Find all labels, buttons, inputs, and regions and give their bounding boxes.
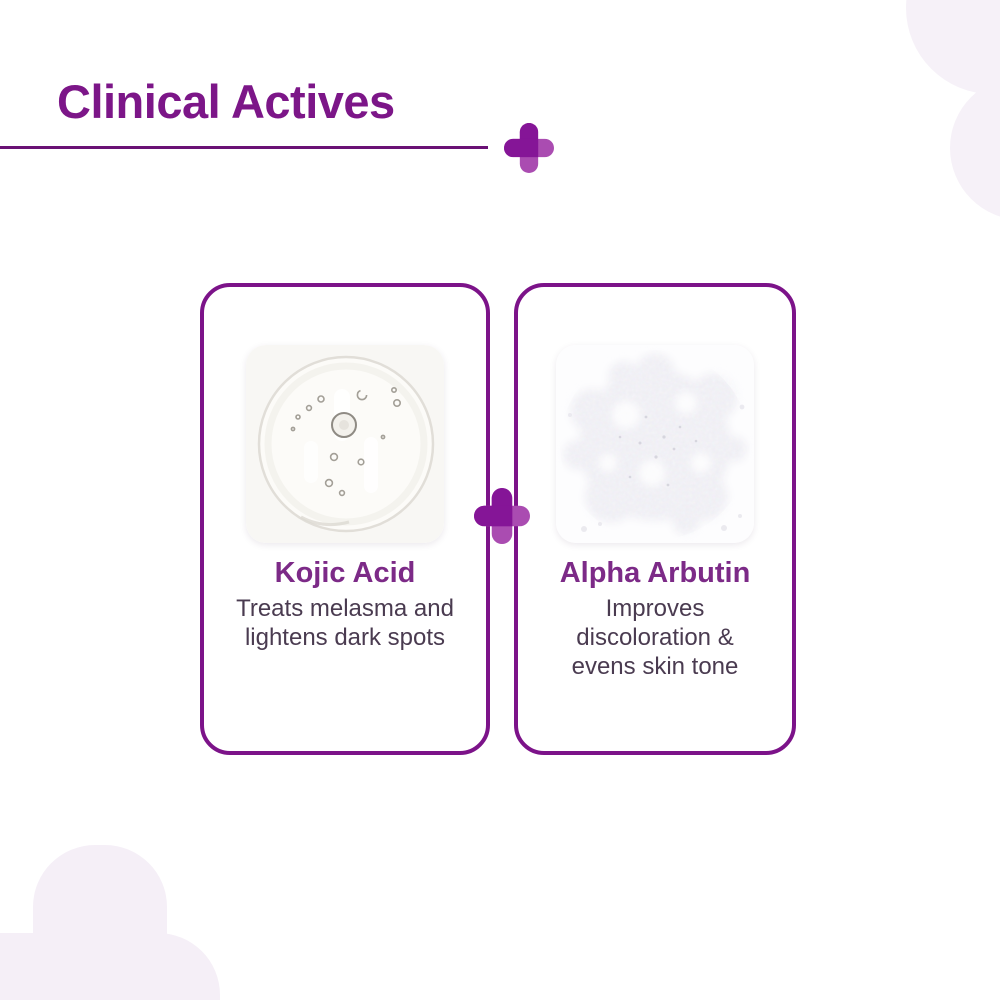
card-alpha-arbutin: Alpha Arbutin Improves discoloration & e… bbox=[514, 283, 796, 755]
corner-plus-decoration bbox=[0, 933, 220, 1000]
card-kojic-acid: Kojic Acid Treats melasma and lightens d… bbox=[200, 283, 490, 755]
kojic-acid-gel-image bbox=[246, 345, 444, 543]
card-description: Improves discoloration & evens skin tone bbox=[571, 595, 739, 680]
page-title: Clinical Actives bbox=[57, 75, 395, 128]
card-title: Kojic Acid bbox=[274, 557, 416, 589]
title-underline bbox=[0, 146, 488, 149]
card-title: Alpha Arbutin bbox=[559, 557, 751, 589]
corner-blob-decoration bbox=[950, 76, 1000, 220]
corner-blob-decoration bbox=[906, 0, 1000, 94]
plus-icon bbox=[474, 488, 530, 544]
plus-icon bbox=[504, 123, 554, 176]
alpha-arbutin-powder-image bbox=[556, 345, 754, 543]
card-description: Treats melasma and lightens dark spots bbox=[236, 595, 454, 651]
